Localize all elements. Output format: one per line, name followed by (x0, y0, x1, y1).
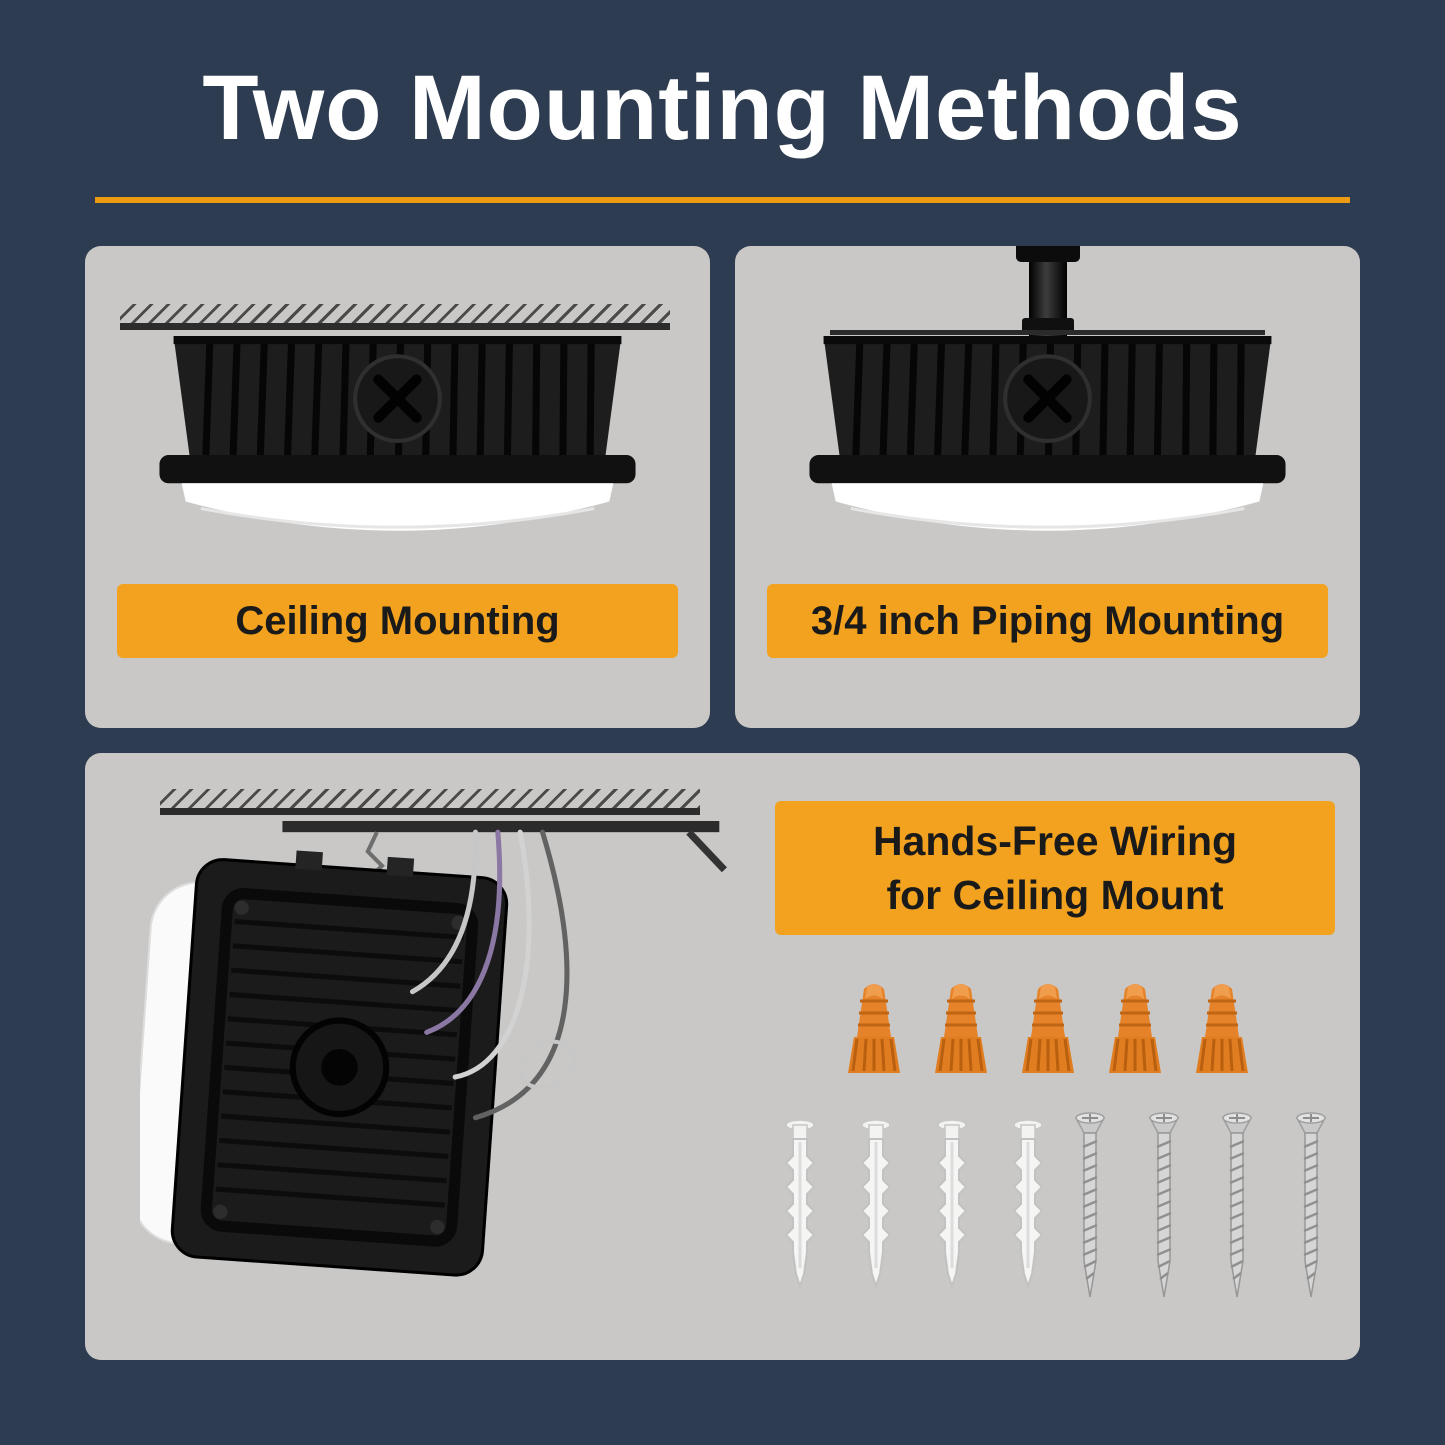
wall-anchor-icon (1012, 1119, 1044, 1290)
piping-mounting-label: 3/4 inch Piping Mounting (767, 584, 1328, 658)
hands-free-wiring-panel: Hands-Free Wiring for Ceiling Mount (85, 753, 1360, 1360)
screws-row (1073, 1111, 1328, 1303)
mounting-plate-line (830, 330, 1265, 335)
ceiling-hatch (120, 304, 670, 330)
wire-nut-icon (1196, 984, 1248, 1073)
screw-icon (1295, 1112, 1327, 1298)
pipe-collar (1015, 246, 1080, 262)
canopy-light-front-icon (159, 336, 636, 531)
piping-mounting-panel: 3/4 inch Piping Mounting (735, 246, 1360, 728)
wire-nuts-row (843, 975, 1253, 1081)
label-line-2: for Ceiling Mount (886, 872, 1224, 918)
page-title: Two Mounting Methods (202, 57, 1243, 159)
screw-icon (1222, 1112, 1253, 1298)
ceiling-hatch (160, 789, 700, 815)
wall-anchors-row (780, 1118, 1048, 1298)
wall-anchor-icon (936, 1119, 968, 1290)
ceiling-mounting-panel: Ceiling Mounting (85, 246, 710, 728)
title-divider (95, 197, 1350, 203)
side-view-wiring-icon (140, 821, 727, 1277)
wire-nut-icon (1109, 984, 1161, 1073)
screw-icon (1074, 1112, 1106, 1298)
hands-free-wiring-label: Hands-Free Wiring for Ceiling Mount (775, 801, 1335, 935)
ceiling-mounting-label: Ceiling Mounting (117, 584, 678, 658)
wall-anchor-icon (860, 1119, 892, 1290)
wire-nut-icon (935, 984, 987, 1073)
canopy-light-front-icon (809, 336, 1286, 531)
wire-nut-icon (1022, 984, 1074, 1073)
screw-icon (1148, 1112, 1179, 1298)
label-line-1: Hands-Free Wiring (872, 817, 1238, 864)
wall-anchor-icon (784, 1119, 816, 1290)
wire-nut-icon (848, 984, 900, 1073)
